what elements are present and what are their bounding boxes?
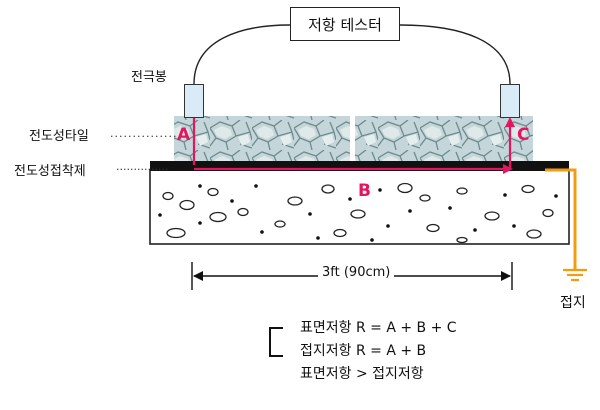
point-b-label: B [358, 181, 371, 201]
aggregate-dots [158, 184, 558, 242]
tile-left [174, 116, 350, 161]
dimension-label: 3ft (90cm) [318, 265, 395, 280]
adhesive-layer [150, 161, 569, 171]
electrode-rod-label: 전극봉 [131, 70, 167, 85]
formula-block: 표면저항 R = A + B + C 접지저항 R = A + B 표면저항 >… [300, 317, 457, 386]
current-path [192, 117, 515, 174]
concrete-slab [149, 169, 570, 245]
electrode-probe-right [500, 84, 520, 118]
ground-wire [545, 168, 577, 270]
formula-bracket [269, 327, 283, 357]
ground-resistance-formula: 접지저항 R = A + B [300, 343, 427, 359]
point-c-label: C [517, 125, 530, 145]
conductive-adhesive-label: 전도성접착제 [14, 164, 86, 179]
tile-right [355, 116, 533, 161]
tester-wire [193, 24, 511, 85]
conductive-adhesive-leader: ............... [116, 160, 169, 173]
ground-label: 접지 [560, 295, 586, 311]
conductive-tile-leader: ............... [110, 127, 178, 140]
aggregate-stones [162, 182, 554, 244]
conductive-tile-label: 전도성타일 [29, 129, 89, 144]
resistance-comparison: 표면저항 > 접지저항 [300, 366, 424, 382]
electrode-probe-left [184, 84, 204, 118]
resistance-tester-box: 저항 테스터 [290, 7, 400, 41]
point-a-label: A [177, 125, 191, 145]
tester-label: 저항 테스터 [308, 15, 382, 34]
ground-icon [563, 268, 587, 282]
surface-resistance-formula: 표면저항 R = A + B + C [300, 320, 457, 336]
